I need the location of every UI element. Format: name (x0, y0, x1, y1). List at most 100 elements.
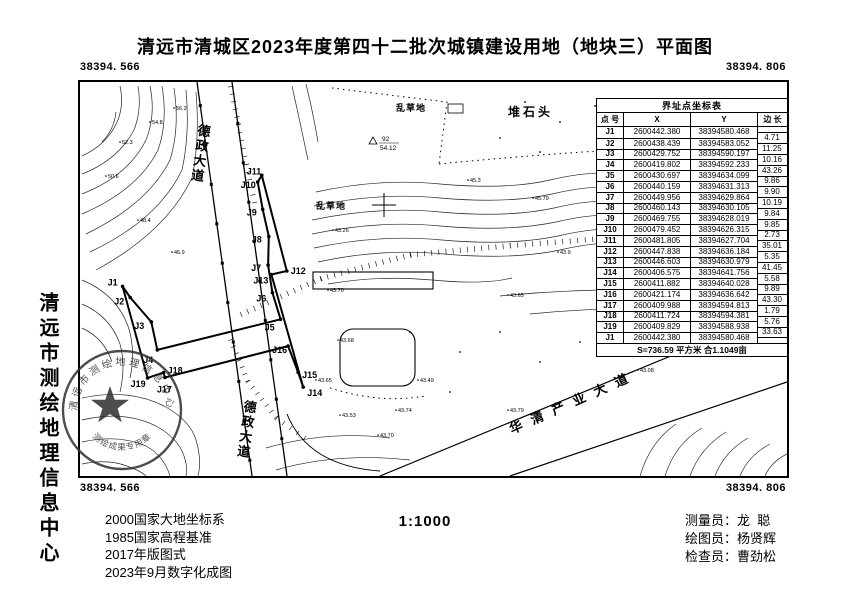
datum-line: 2017年版图式 (105, 547, 186, 562)
table-cell: 38394594.381 (690, 310, 757, 322)
area-label: 堆石头 (508, 104, 553, 119)
scale-label: 1:1000 (398, 513, 452, 530)
table-cell: 38394636.642 (690, 288, 757, 300)
table-cell: J5 (597, 170, 623, 181)
spot-height: 50.6 (108, 174, 119, 180)
credits: 测量员：龙 聪绘图员：杨贤辉检查员：曹劲松 (685, 512, 776, 566)
side-length: 35.01 (757, 240, 787, 251)
boundary-point (286, 344, 290, 348)
spot-height: 43.74 (398, 408, 412, 414)
boundary-point (270, 290, 275, 295)
structures (312, 103, 464, 387)
table-cell: 38394641.756 (690, 267, 757, 279)
side-length: 9.89 (757, 283, 787, 295)
boundary-point (128, 295, 132, 300)
survey-seal: 清远市测绘地理信息中心 测绘成果专用章 (61, 349, 183, 471)
table-cell: J16 (597, 288, 623, 300)
dezheng-road (196, 82, 381, 476)
table-cell: 2600481.805 (623, 234, 690, 246)
control-point-elev: 54.12 (380, 145, 397, 152)
table-cell: 2600442.380 (623, 127, 690, 138)
side-length: 9.86 (757, 175, 787, 187)
spot-height: 56.2 (176, 106, 187, 112)
side-length: 33.63 (757, 326, 787, 338)
table-cell: 2600406.575 (623, 267, 690, 279)
table-cell: 38394640.028 (690, 278, 757, 289)
boundary-point-label: J17 (157, 385, 172, 395)
boundary-point (145, 376, 150, 380)
table-cell: J18 (597, 310, 623, 322)
boundary-point-label: J19 (131, 379, 146, 389)
dotted-boundary (329, 87, 787, 400)
area-label: 乱草地 (316, 200, 346, 211)
control-point-id: 92 (382, 136, 390, 143)
boundary-point (260, 207, 265, 212)
boundary-point-label: J15 (302, 370, 317, 380)
side-length: 9.85 (757, 218, 787, 230)
datum-line: 2023年9月数字化成图 (105, 564, 233, 580)
parcel-boundary: J1J2J3J4J5J6J7J8J9J10J11J12J13J14J15J16J… (108, 166, 323, 398)
table-cell: 2600419.802 (623, 159, 690, 171)
boundary-point-label: J14 (307, 388, 322, 398)
table-cell: J3 (597, 148, 623, 160)
table-cell: J9 (597, 213, 623, 224)
boundary-point-label: J13 (253, 276, 268, 286)
side-length: 5.35 (757, 251, 787, 262)
grid-cross-icon (372, 193, 396, 217)
corner-coordinate: 38394. 806 (725, 482, 786, 494)
table-cell: 38394627.704 (690, 234, 757, 246)
col-header-x: X (623, 113, 690, 126)
table-cell: 2600430.697 (623, 170, 690, 181)
boundary-point-label: J7 (251, 263, 261, 273)
spot-height: 43.65 (318, 378, 332, 384)
table-header: 点 号 X Y 边 长 (597, 113, 787, 127)
side-length: 2.73 (757, 229, 787, 241)
table-cell: 2600442.380 (623, 332, 690, 343)
boundary-point (255, 180, 260, 184)
boundary-point (296, 370, 300, 375)
table-cell: 2600411.882 (623, 278, 690, 289)
boundary-point-label: J5 (265, 322, 275, 332)
road-markers (198, 104, 284, 462)
avenue-label: 华清产业大道 (507, 367, 639, 437)
table-cell: J11 (597, 234, 623, 246)
side-length: 4.71 (757, 132, 787, 143)
table-cell: 2600479.452 (623, 224, 690, 235)
spot-height: 52.3 (122, 140, 133, 146)
table-cell: J10 (597, 224, 623, 235)
table-cell: 2600446.603 (623, 256, 690, 268)
table-cell: 38394594.813 (690, 299, 757, 311)
slope-hachures (225, 85, 601, 441)
spot-height: 43.26 (335, 228, 349, 234)
map-title: 清远市清城区2023年度第四十二批次城镇建设用地（地块三）平面图 (136, 37, 714, 57)
table-cell: J4 (597, 159, 623, 170)
table-cell: J1 (605, 127, 615, 137)
spot-height: 43.70 (380, 433, 394, 439)
side-length: 43.26 (757, 164, 787, 176)
table-cell: J14 (597, 267, 623, 278)
col-header-length: 边 长 (757, 113, 787, 126)
boundary-point-label: J8 (252, 234, 262, 244)
table-cell: 38394631.313 (690, 180, 757, 192)
boundary-point (163, 375, 167, 380)
spot-height: 43.08 (640, 368, 654, 374)
table-cell: J13 (597, 256, 623, 268)
seal-banner-text: 测绘成果专用章 (91, 431, 153, 452)
table-cell: 2600438.439 (623, 137, 690, 149)
credit-line: 测量员：龙 聪 (685, 513, 771, 528)
area-label: 乱草地 (396, 102, 426, 113)
side-length: 11.25 (757, 143, 787, 154)
boundary-point (155, 348, 160, 352)
